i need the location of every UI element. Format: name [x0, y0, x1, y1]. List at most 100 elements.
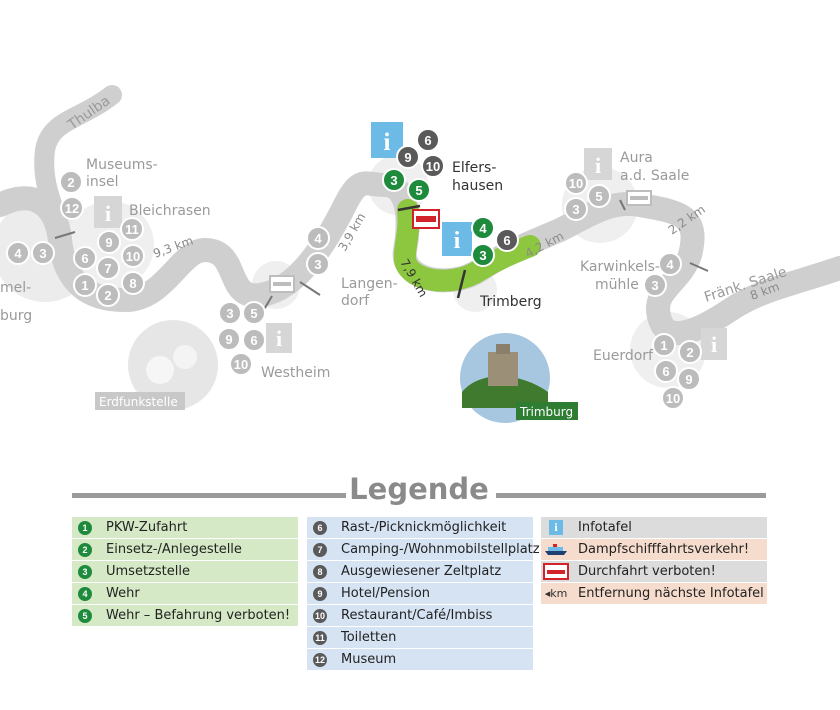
info-icon: i [94, 196, 122, 228]
distance-icon: ◂km [544, 587, 568, 600]
marker-3: 3 [31, 241, 55, 265]
place-label-trimberg: Trimberg [479, 294, 542, 310]
marker-badge: 3 [78, 564, 92, 579]
marker-3: 3 [564, 197, 588, 221]
marker-badge: 7 [313, 542, 327, 557]
svg-text:i: i [384, 129, 391, 156]
svg-text:1: 1 [660, 338, 667, 353]
place-label-elfershausen: Elfers- [452, 160, 496, 176]
photo-trimburg: Trimburg [460, 333, 578, 423]
marker-9: 9 [217, 327, 241, 351]
weir-line [456, 269, 467, 299]
svg-text:10: 10 [234, 357, 248, 372]
marker-4: 4 [6, 241, 30, 265]
svg-text:6: 6 [81, 251, 88, 266]
marker-3: 3 [306, 252, 330, 276]
marker-6: 6 [416, 128, 440, 152]
marker-4: 4 [658, 252, 682, 276]
svg-text:i: i [276, 326, 282, 351]
legend-item-label: Ausgewiesener Zeltplatz [341, 564, 502, 579]
place-label-karwinkelsmuehle: mühle [595, 277, 639, 293]
weir-line [689, 262, 709, 272]
legend-divider-left [72, 493, 346, 498]
legend-item-label: Hotel/Pension [341, 586, 431, 601]
steamboat-sign-icon [269, 275, 295, 293]
marker-6: 6 [654, 359, 678, 383]
info-icon: i [543, 520, 569, 535]
svg-text:4: 4 [479, 221, 487, 236]
svg-text:3: 3 [572, 202, 579, 217]
legend-item: 5 Wehr – Befahrung verboten! [72, 605, 298, 626]
svg-text:9: 9 [404, 150, 411, 165]
svg-text:6: 6 [250, 333, 257, 348]
steamboat-sign-icon [626, 190, 652, 206]
info-icon: i [442, 222, 472, 256]
legend-item-label: Dampfschifffahrtsverkehr! [578, 542, 750, 557]
marker-3: 3 [382, 168, 406, 192]
marker-4: 4 [306, 226, 330, 250]
legend-divider-right [496, 493, 766, 498]
svg-text:7: 7 [104, 261, 111, 276]
marker-5: 5 [407, 178, 431, 202]
marker-badge: 9 [313, 586, 327, 601]
marker-badge: 10 [313, 608, 327, 623]
legend-item: Dampfschifffahrtsverkehr! [541, 539, 767, 560]
svg-text:3: 3 [651, 278, 658, 293]
svg-text:2: 2 [104, 288, 111, 303]
svg-text:8: 8 [129, 276, 136, 291]
svg-text:3: 3 [390, 173, 397, 188]
legend-item-label: Entfernung nächste Infotafel [578, 586, 764, 601]
place-label-museumsinsel: insel [86, 174, 119, 190]
marker-9: 9 [97, 230, 121, 254]
svg-text:3: 3 [314, 257, 321, 272]
svg-text:2: 2 [686, 345, 693, 360]
svg-text:3: 3 [479, 248, 486, 263]
marker-12: 12 [60, 196, 84, 220]
marker-3: 3 [643, 273, 667, 297]
marker-10: 10 [564, 171, 588, 195]
marker-badge: 4 [78, 586, 92, 601]
legend-item-label: Toiletten [341, 630, 397, 645]
svg-text:1: 1 [81, 278, 88, 293]
photo-caption-trimburg: Trimburg [519, 405, 573, 419]
legend-item-label: Wehr – Befahrung verboten! [106, 608, 291, 623]
weir-line [397, 204, 421, 212]
place-label-langendorf: Langen- [341, 276, 398, 292]
legend-item-label: PKW-Zufahrt [106, 520, 188, 535]
svg-text:10: 10 [126, 249, 140, 264]
legend-item-label: Durchfahrt verboten! [578, 564, 716, 579]
svg-text:i: i [105, 201, 111, 226]
legend-item-label: Camping-/Wohnmobilstellplatz [341, 542, 540, 557]
svg-text:4: 4 [314, 231, 322, 246]
legend-item: ◂km Entfernung nächste Infotafel [541, 583, 767, 604]
weir-line [299, 281, 321, 296]
marker-badge: 5 [78, 608, 92, 623]
svg-text:5: 5 [595, 189, 602, 204]
legend-item-label: Umsetzstelle [106, 564, 190, 579]
info-icon: i [266, 323, 292, 353]
place-label-elfershausen: hausen [452, 178, 503, 194]
svg-text:10: 10 [426, 159, 440, 174]
place-label-museumsinsel: Museums- [86, 157, 158, 173]
svg-text:2: 2 [67, 175, 74, 190]
marker-6: 6 [73, 246, 97, 270]
legend-item-label: Rast-/Picknickmöglichkeit [341, 520, 507, 535]
marker-badge: 2 [78, 542, 92, 557]
marker-11: 11 [120, 217, 144, 241]
marker-5: 5 [587, 184, 611, 208]
weir-line [619, 199, 626, 211]
svg-text:6: 6 [662, 364, 669, 379]
marker-5: 5 [242, 301, 266, 325]
marker-badge: 11 [313, 630, 327, 645]
legend-item-label: Museum [341, 652, 397, 667]
marker-9: 9 [677, 367, 701, 391]
marker-badge: 8 [313, 564, 327, 579]
svg-text:4: 4 [666, 257, 674, 272]
